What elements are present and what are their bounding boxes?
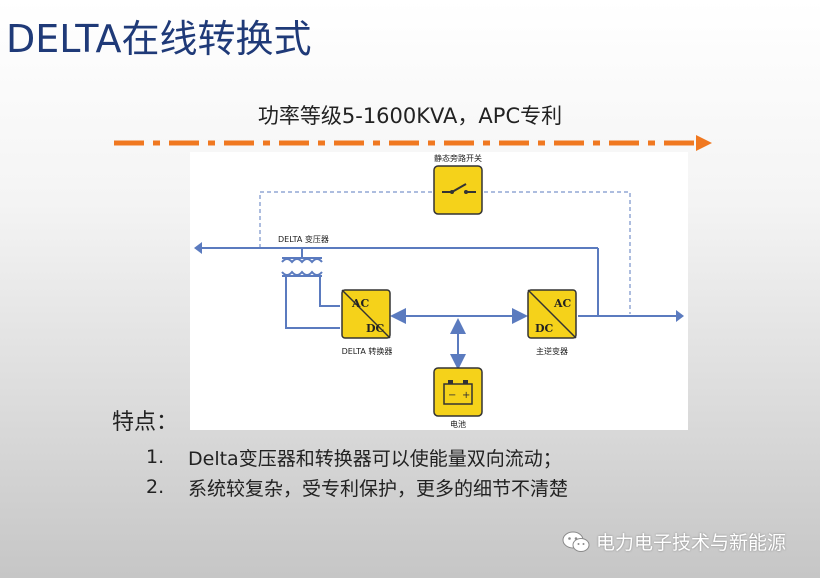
svg-text:AC: AC bbox=[553, 297, 572, 310]
main-inverter-box: AC DC bbox=[527, 289, 577, 339]
inverter-label: 主逆变器 bbox=[536, 346, 568, 356]
diagram-panel: 静态旁路开关 DELTA 变压器 AC DC DELTA 转换器 AC DC 主… bbox=[190, 152, 688, 430]
transformer-label: DELTA 变压器 bbox=[278, 234, 329, 244]
delta-diagram: 静态旁路开关 DELTA 变压器 AC DC DELTA 转换器 AC DC 主… bbox=[194, 153, 684, 429]
svg-text:AC: AC bbox=[351, 297, 370, 310]
battery-box: − + bbox=[433, 367, 483, 417]
feature-text: Delta变压器和转换器可以使能量双向流动； bbox=[188, 447, 562, 470]
svg-text:+: + bbox=[462, 390, 470, 401]
delta-transformer bbox=[281, 257, 323, 277]
feature-item: 2. 系统较复杂，受专利保护，更多的细节不清楚 bbox=[146, 472, 568, 502]
converter-label: DELTA 转换器 bbox=[342, 346, 393, 356]
watermark: 电力电子技术与新能源 bbox=[562, 528, 786, 555]
delta-converter-box: AC DC bbox=[341, 289, 391, 339]
wechat-icon bbox=[562, 531, 590, 552]
features-section: 特点： 1. Delta变压器和转换器可以使能量双向流动； 2. 系统较复杂，受… bbox=[112, 404, 568, 502]
svg-text:DC: DC bbox=[366, 322, 385, 335]
static-switch-box bbox=[433, 165, 483, 215]
feature-item: 1. Delta变压器和转换器可以使能量双向流动； bbox=[146, 442, 568, 472]
feature-number: 1. bbox=[146, 446, 165, 468]
svg-text:DC: DC bbox=[535, 322, 554, 335]
battery-label: 电池 bbox=[450, 419, 466, 429]
page-title: DELTA在线转换式 bbox=[6, 17, 312, 61]
dash-dot-arrow bbox=[114, 135, 712, 151]
battery-icon: − bbox=[448, 390, 456, 401]
feature-number: 2. bbox=[146, 476, 165, 498]
static-switch-label: 静态旁路开关 bbox=[434, 153, 482, 163]
feature-text: 系统较复杂，受专利保护，更多的细节不清楚 bbox=[188, 477, 569, 500]
features-heading: 特点： bbox=[112, 410, 179, 435]
page-subtitle: 功率等级5-1600KVA，APC专利 bbox=[257, 104, 563, 128]
watermark-text: 电力电子技术与新能源 bbox=[596, 532, 787, 554]
